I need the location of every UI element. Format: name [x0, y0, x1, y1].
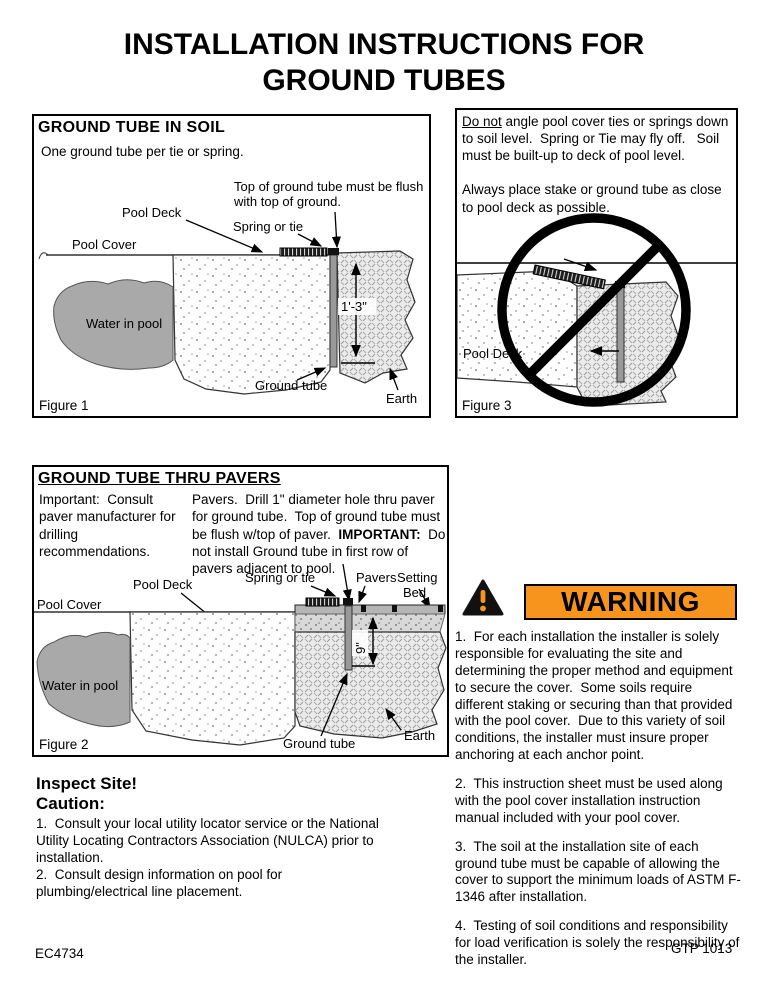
- fig1-dimension-label: 1'-3": [341, 299, 367, 314]
- figure-2-caption: Figure 2: [39, 737, 89, 752]
- fig1-water-label: Water in pool: [86, 316, 162, 331]
- fig1-ground-tube-leader-arrow: [296, 367, 327, 381]
- fig1-earth-leader-arrow: [389, 367, 399, 391]
- fig3-prohibition-slash: [525, 241, 663, 379]
- fig2-earth-shape: [294, 631, 447, 739]
- fig2-dimension-label-bg: [352, 630, 368, 656]
- warning-banner: WARNING: [524, 584, 737, 620]
- section-ground-tube-thru-pavers: GROUND TUBE THRU PAVERS Important: Consu…: [32, 465, 449, 757]
- fig2-pool-deck-leader-arrow: [180, 592, 219, 623]
- fig2-bed-label: Bed: [403, 585, 426, 600]
- fig1-spring-label: Spring or tie: [233, 219, 303, 234]
- warning-item-4: 4. Testing of soil conditions and respon…: [455, 918, 744, 967]
- inspect-site-title: Inspect Site!: [36, 774, 138, 793]
- page-title: INSTALLATION INSTRUCTIONS FOR GROUND TUB…: [0, 27, 768, 99]
- fig2-paver-joint-nub-3: [438, 605, 443, 612]
- fig3-pool-deck-label: Pool Deck: [463, 346, 523, 361]
- fig1-cover-end-squiggle: [38, 252, 49, 260]
- fig1-flush-leader-arrow: [331, 211, 341, 249]
- pavers-right-note-part2: Do not install Ground tube in first row …: [192, 526, 450, 577]
- warning-triangle-icon: [462, 579, 504, 616]
- noangle-paragraph-1-rest: angle pool cover ties or springs down to…: [462, 114, 733, 164]
- warning-item-3: 3. The soil at the installation site of …: [455, 838, 741, 905]
- fig3-angled-spring-coil: [532, 264, 607, 290]
- noangle-paragraph-1: Do not angle pool cover ties or springs …: [462, 113, 730, 164]
- fig2-earth-label: Earth: [404, 728, 435, 743]
- fig1-tube-anchor-nub: [328, 248, 339, 255]
- fig2-pool-deck-label: Pool Deck: [133, 577, 193, 592]
- figure-2-diagram: Spring or tie Pavers Setting Bed Pool De…: [34, 563, 447, 751]
- fig3-spring-direction-arrow: [563, 258, 598, 271]
- fig2-tube-anchor-nub: [343, 598, 353, 605]
- fig2-water-shape: [36, 631, 131, 728]
- fig1-earth-label: Earth: [386, 391, 417, 406]
- pavers-right-note-part1: Pavers. Drill 1" diameter hole thru pave…: [192, 492, 444, 542]
- figure-1-diagram: Top of ground tube must be flush with to…: [38, 179, 423, 406]
- pavers-heading: GROUND TUBE THRU PAVERS: [38, 470, 281, 487]
- fig2-spring-coil: [305, 597, 340, 607]
- fig3-tube-anchor-nub: [615, 281, 625, 288]
- fig2-ground-tube-label: Ground tube: [283, 736, 355, 751]
- fig1-pool-deck-shape: [172, 254, 331, 395]
- fig1-pool-deck-leader-arrow: [185, 219, 264, 253]
- warning-item-1: 1. For each installation the installer i…: [455, 629, 737, 763]
- soil-intro: One ground tube per tie or spring.: [41, 144, 244, 159]
- fig2-spring-leader-arrow: [310, 585, 337, 597]
- fig2-earth-leader-arrow: [385, 707, 402, 731]
- fig1-water-shape: [53, 279, 174, 370]
- fig1-dimension-label-bg: [338, 298, 376, 315]
- figure-1-caption: Figure 1: [39, 398, 89, 413]
- noangle-paragraph-2: Always place stake or ground tube as clo…: [462, 182, 726, 215]
- inspect-item-2: 2. Consult design information on pool fo…: [36, 866, 286, 899]
- pavers-left-note: Important: Consult paver manufacturer fo…: [39, 492, 180, 559]
- inspect-site-section: Inspect Site! Caution: 1. Consult your l…: [36, 774, 384, 900]
- fig1-spring-coil: [279, 247, 328, 257]
- fig1-pool-deck-label: Pool Deck: [122, 205, 182, 220]
- fig1-flush-note-line2: with top of ground.: [233, 194, 341, 209]
- fig3-ground-tube-shape: [616, 286, 625, 383]
- fig1-pool-cover-label: Pool Cover: [72, 237, 137, 252]
- fig2-paver-joint-nub-1: [361, 605, 366, 612]
- pavers-right-note-important: IMPORTANT:: [338, 526, 421, 542]
- fig2-dimension-label: 9": [353, 642, 368, 654]
- doc-number-right: GTP 1013: [671, 941, 733, 956]
- fig3-pool-deck-shape: [457, 270, 578, 388]
- warning-item-2: 2. This instruction sheet must be used a…: [455, 776, 727, 825]
- fig3-prohibition-circle: [497, 213, 691, 407]
- fig2-pavers-band: [294, 604, 446, 615]
- section-do-not-angle: Do not angle pool cover ties or springs …: [455, 108, 738, 418]
- page-title-line1: INSTALLATION INSTRUCTIONS FOR: [123, 28, 645, 61]
- page-title-line2: GROUND TUBES: [262, 64, 506, 97]
- fig2-water-label: Water in pool: [42, 678, 118, 693]
- doc-number-left: EC4734: [35, 946, 84, 961]
- fig2-pool-cover-label: Pool Cover: [37, 597, 102, 612]
- fig1-ground-tube-label: Ground tube: [255, 378, 327, 393]
- fig2-paver-joint-nub-2: [392, 605, 397, 612]
- fig1-spring-leader-arrow: [297, 233, 323, 247]
- fig2-setting-bed-shape: [294, 613, 446, 633]
- fig2-pool-deck-shape: [129, 611, 296, 746]
- inspect-caution-title: Caution:: [36, 794, 105, 814]
- noangle-donot-underlined: Do not: [462, 114, 502, 129]
- pavers-right-note: Pavers. Drill 1" diameter hole thru pave…: [192, 491, 446, 577]
- fig3-earth-shape: [576, 281, 680, 406]
- fig2-pavers-leader-arrow: [358, 585, 367, 604]
- fig2-ground-tube-shape: [344, 605, 353, 671]
- fig1-flush-note-line1: Top of ground tube must be flush: [234, 179, 423, 194]
- section-ground-tube-in-soil: GROUND TUBE IN SOIL One ground tube per …: [32, 114, 431, 418]
- fig2-ground-tube-leader-arrow: [320, 672, 348, 737]
- warning-body: 1. For each installation the installer i…: [455, 629, 744, 981]
- fig1-earth-shape: [336, 250, 416, 384]
- fig1-ground-tube-shape: [329, 254, 338, 368]
- fig2-dimension-label-group: 9": [352, 630, 368, 656]
- fig2-setting-bed-leader-arrow: [418, 588, 431, 610]
- inspect-item-1: 1. Consult your local utility locator se…: [36, 815, 383, 865]
- figure-3-caption: Figure 3: [462, 398, 512, 413]
- soil-heading: GROUND TUBE IN SOIL: [38, 119, 226, 136]
